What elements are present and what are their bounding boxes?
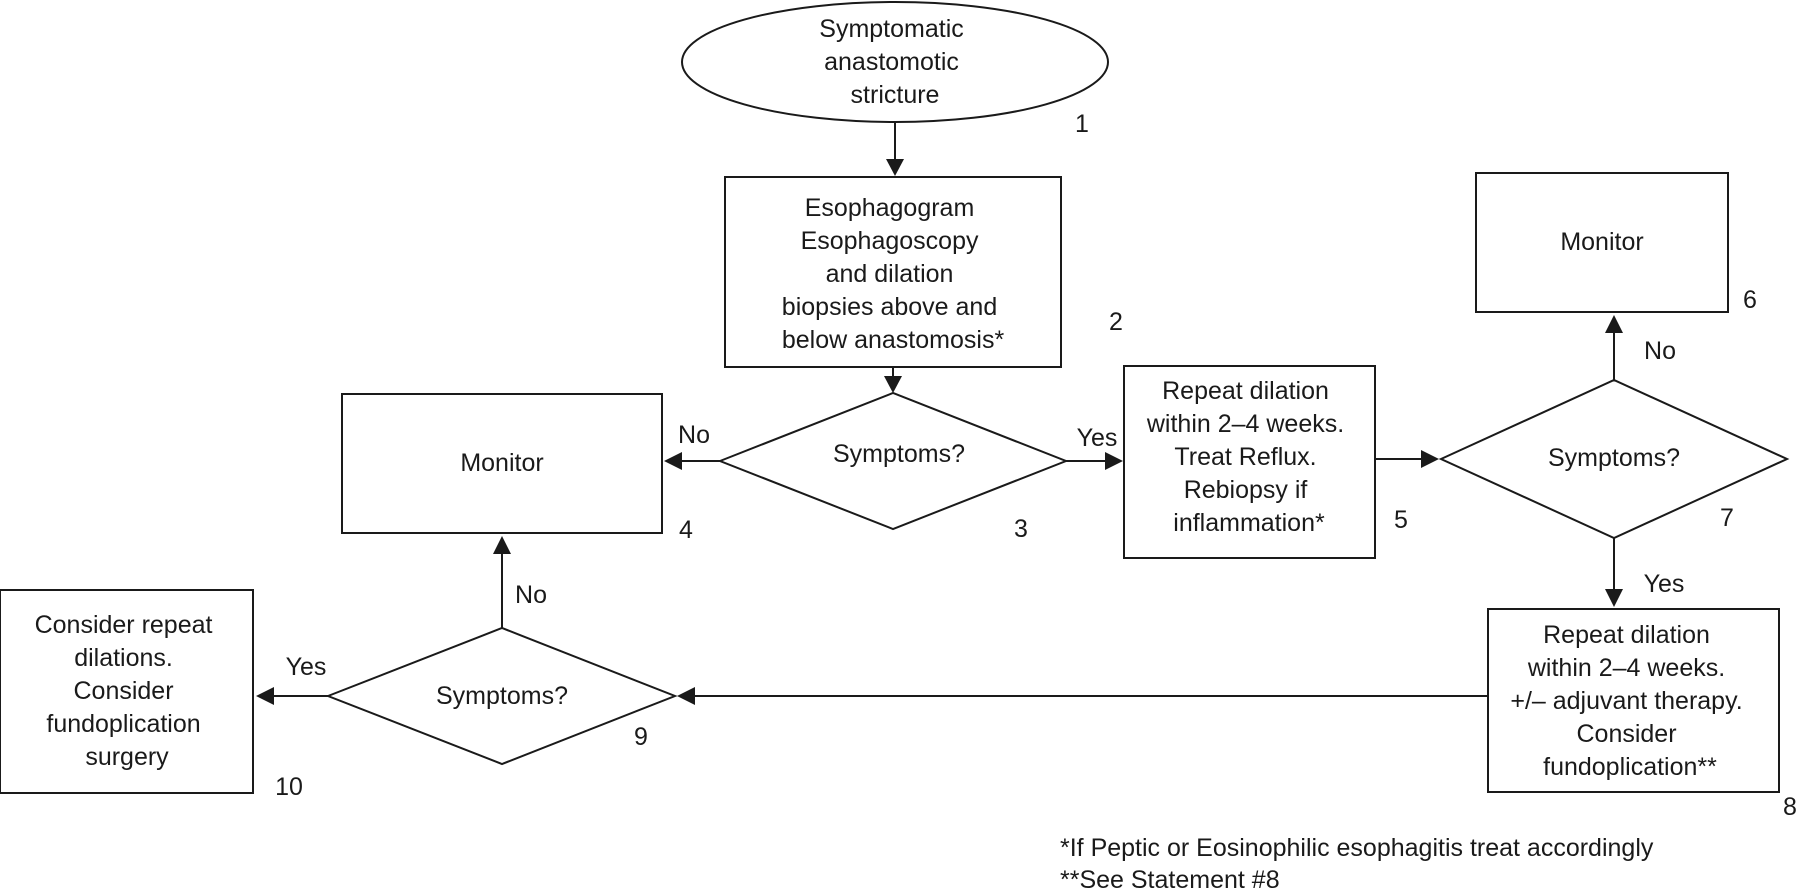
node-9-decision: Symptoms? 9 [325, 626, 678, 766]
node-8-line-1: Repeat dilation [1543, 621, 1710, 649]
arrow-3-no-to-4 [664, 452, 720, 470]
arrow-1-to-2 [886, 122, 904, 176]
edge-label-7-no: No [1644, 337, 1676, 365]
node-2-line-1: Esophagogram [805, 194, 975, 222]
svg-text:Esophagogram Esophagosco: Esophagogram Esophagoscopy and dilation … [782, 194, 1005, 354]
node-5-line-4: Rebiopsy if [1184, 476, 1308, 504]
node-3-number: 3 [1014, 515, 1028, 543]
node-9-number: 9 [634, 723, 648, 751]
node-5-process: Repeat dilation within 2–4 weeks. Treat … [1123, 365, 1408, 559]
node-8-line-3: +/– adjuvant therapy. [1510, 687, 1742, 715]
arrow-5-to-7 [1375, 450, 1439, 468]
node-8-number: 8 [1783, 793, 1797, 821]
node-5-line-5: inflammation* [1173, 509, 1325, 537]
node-2-line-3: and dilation [826, 260, 954, 288]
node-2-number: 2 [1109, 308, 1123, 336]
arrow-7-no-to-6 [1605, 315, 1623, 380]
edge-label-3-no: No [678, 421, 710, 449]
node-2-line-5: below anastomosis* [782, 326, 1005, 354]
node-6-monitor: Monitor 6 [1475, 172, 1757, 314]
node-10-line-5: surgery [85, 743, 169, 771]
arrow-2-to-3 [884, 367, 902, 393]
node-10-line-4: fundoplication [46, 710, 200, 738]
node-4-monitor: Monitor 4 [341, 393, 693, 544]
node-2-process: Esophagogram Esophagoscopy and dilation … [724, 176, 1123, 368]
node-2-line-2: Esophagoscopy [801, 227, 979, 255]
node-5-line-2: within 2–4 weeks. [1146, 410, 1344, 438]
node-4-label: Monitor [460, 449, 543, 477]
arrow-3-yes-to-5 [1066, 452, 1123, 470]
svg-text:Consider repeat dilation: Consider repeat dilations. Consider fund… [35, 611, 220, 771]
node-10-number: 10 [275, 773, 303, 801]
node-1-line-1: Symptomatic [819, 15, 963, 43]
edge-label-9-yes: Yes [286, 653, 327, 681]
node-1-number: 1 [1075, 110, 1089, 138]
node-7-label: Symptoms? [1548, 444, 1680, 472]
node-10-line-1: Consider repeat [35, 611, 213, 639]
arrow-9-yes-to-10 [256, 687, 328, 705]
node-4-number: 4 [679, 516, 693, 544]
node-10-line-2: dilations. [74, 644, 173, 672]
node-3-label: Symptoms? [833, 440, 965, 468]
edge-label-7-yes: Yes [1644, 570, 1685, 598]
node-8-line-5: fundoplication** [1543, 753, 1717, 781]
edge-label-9-no: No [515, 581, 547, 609]
arrow-8-to-9 [677, 687, 1488, 705]
svg-text:Symptomatic anastomotic: Symptomatic anastomotic stricture [819, 15, 970, 109]
node-5-line-1: Repeat dilation [1162, 377, 1329, 405]
node-1-line-2: anastomotic [824, 48, 959, 76]
node-1-start: Symptomatic anastomotic stricture 1 [681, 1, 1109, 138]
node-8-process: Repeat dilation within 2–4 weeks. +/– ad… [1487, 608, 1797, 821]
node-9-label: Symptoms? [436, 682, 568, 710]
node-5-number: 5 [1394, 506, 1408, 534]
footnote-1: *If Peptic or Eosinophilic esophagitis t… [1060, 834, 1654, 862]
node-7-decision: Symptoms? 7 [1438, 378, 1790, 540]
svg-text:Repeat dilation within 2: Repeat dilation within 2–4 weeks. Treat … [1146, 377, 1351, 537]
node-8-line-2: within 2–4 weeks. [1527, 654, 1725, 682]
node-6-number: 6 [1743, 286, 1757, 314]
footnote-2: **See Statement #8 [1060, 866, 1280, 891]
svg-text:Repeat dilation within 2: Repeat dilation within 2–4 weeks. +/– ad… [1510, 621, 1749, 781]
node-6-label: Monitor [1560, 228, 1643, 256]
arrow-9-no-to-4 [493, 536, 511, 628]
node-2-line-4: biopsies above and [782, 293, 997, 321]
node-3-decision: Symptoms? 3 [717, 391, 1069, 543]
node-5-line-3: Treat Reflux. [1174, 443, 1316, 471]
node-8-line-4: Consider [1576, 720, 1676, 748]
node-10-line-3: Consider [73, 677, 173, 705]
node-7-number: 7 [1720, 504, 1734, 532]
node-10-end: Consider repeat dilations. Consider fund… [0, 589, 303, 801]
node-1-line-3: stricture [851, 81, 940, 109]
edge-label-3-yes: Yes [1077, 424, 1118, 452]
arrow-7-yes-to-8 [1605, 538, 1623, 607]
